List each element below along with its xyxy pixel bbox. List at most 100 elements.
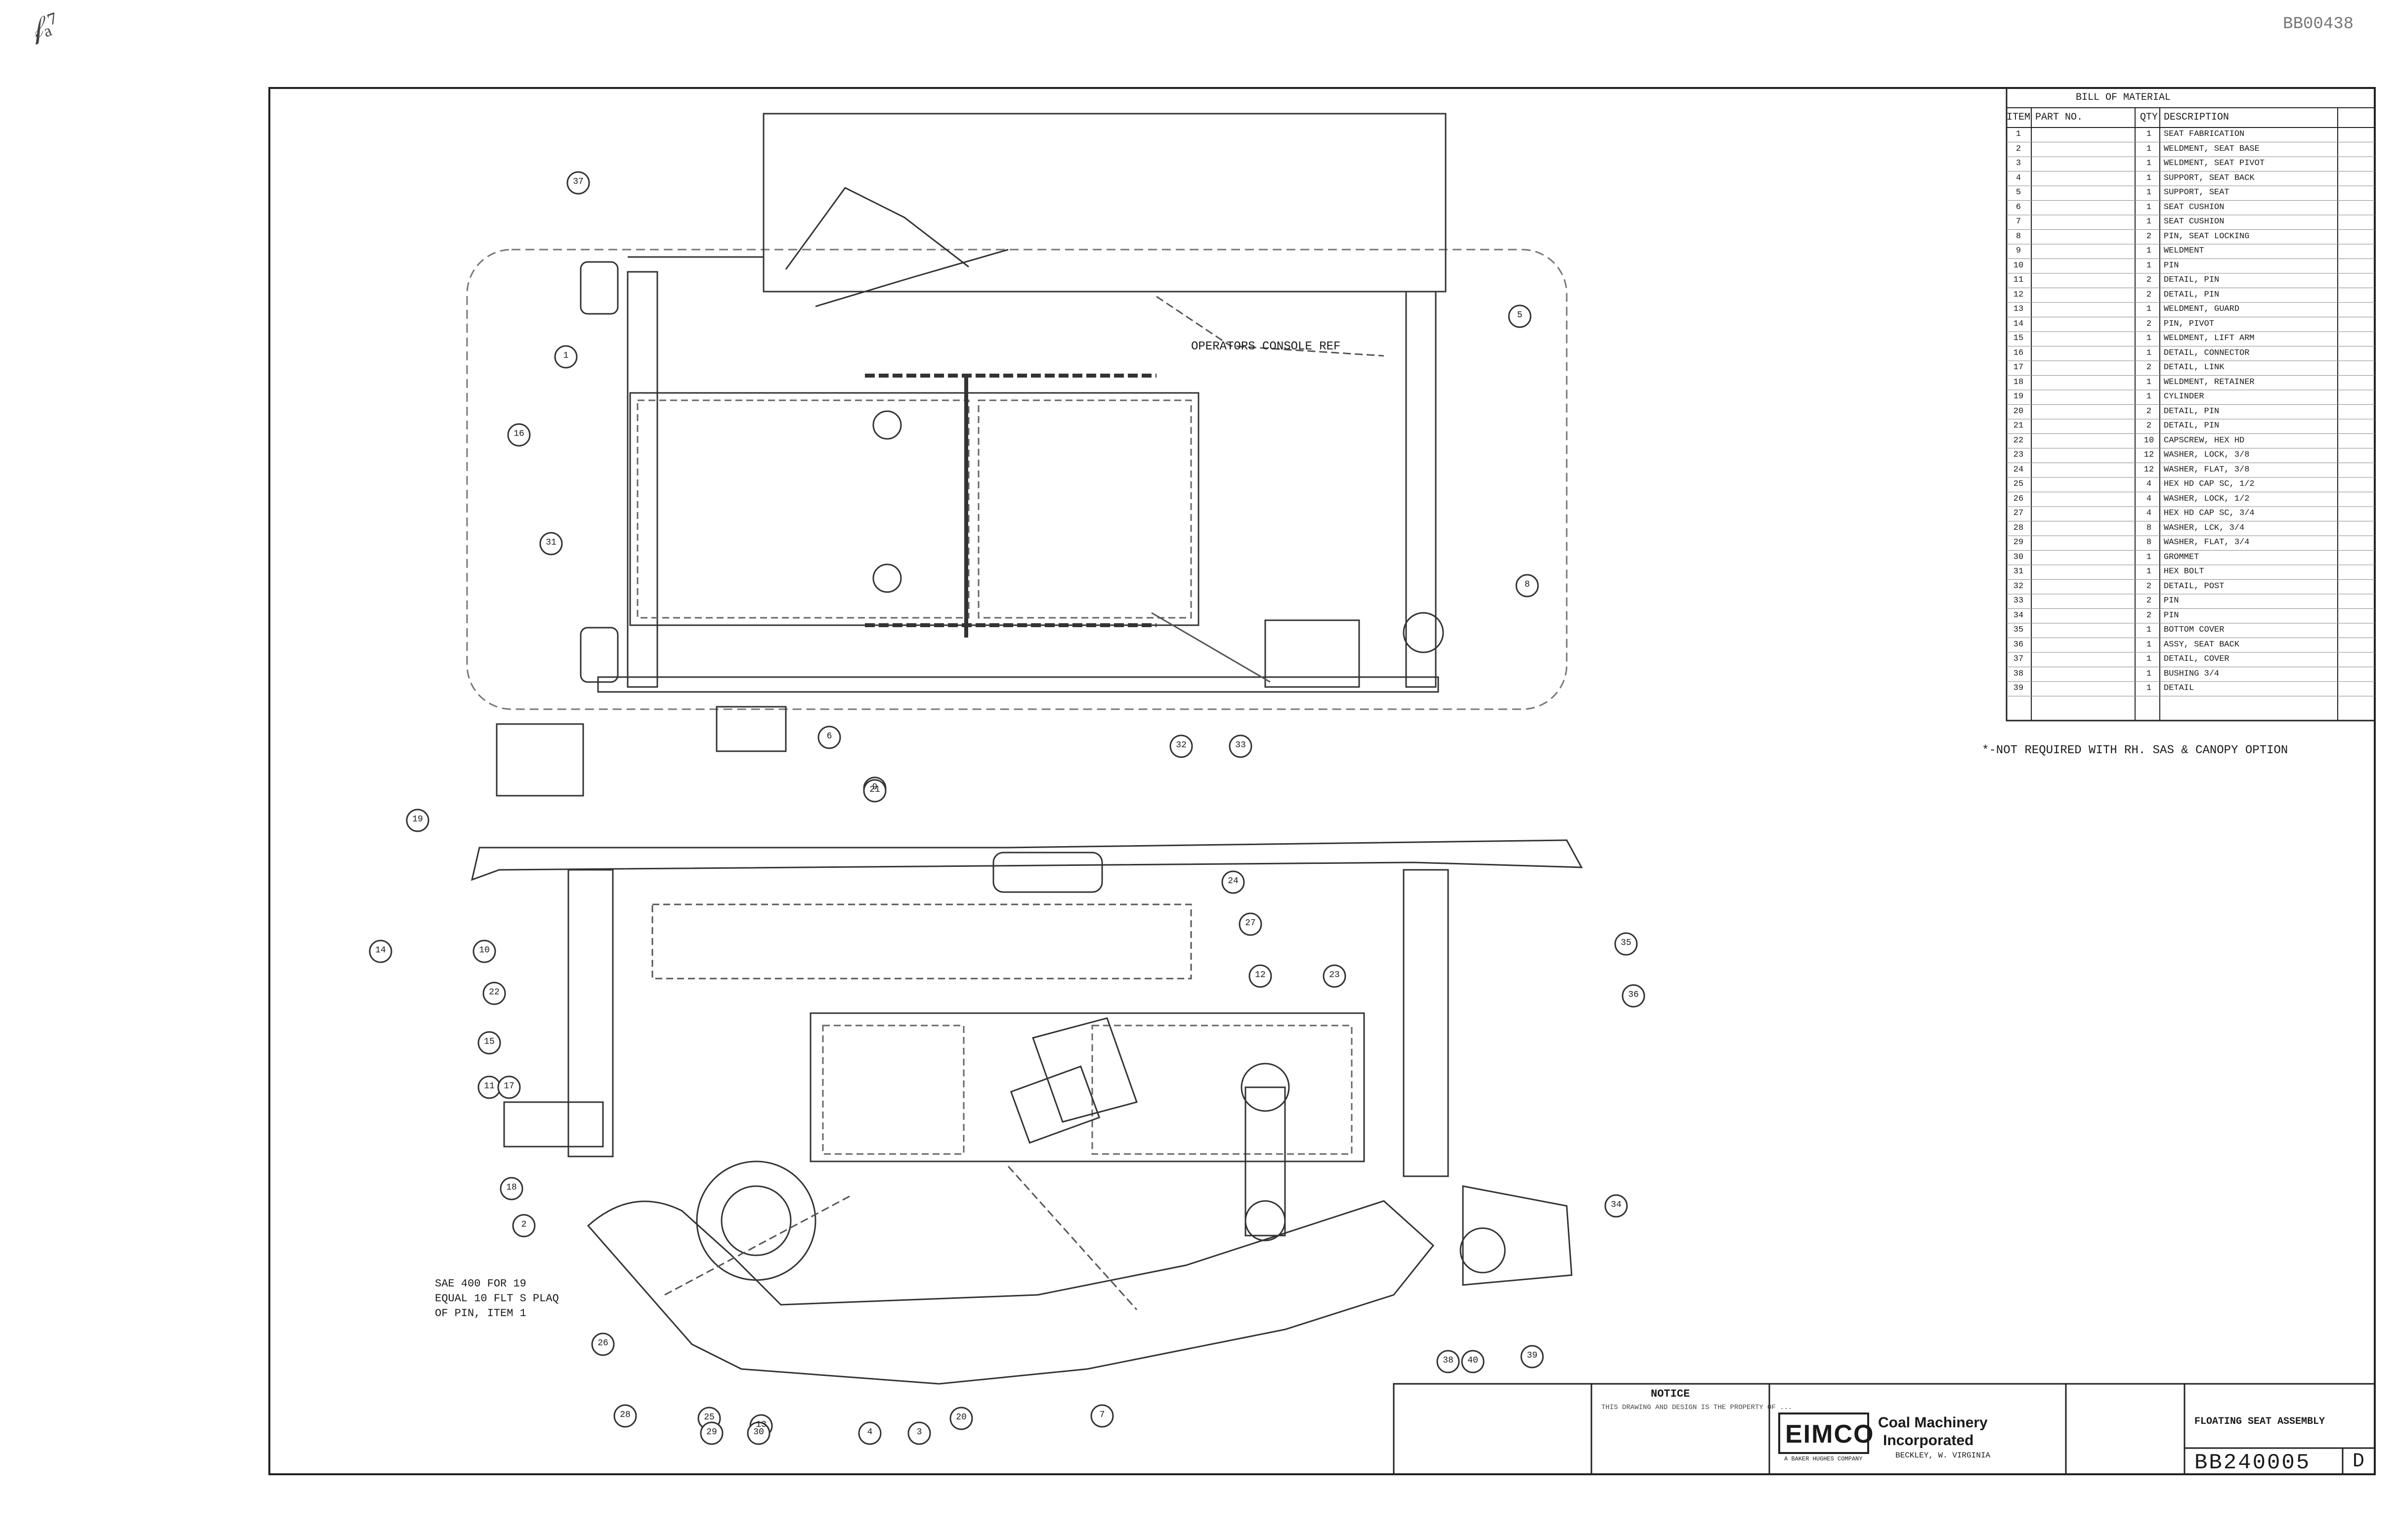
bom-footnote: *-NOT REQUIRED WITH RH. SAS & CANOPY OPT… [1982, 744, 2288, 757]
bom-cell-item: 16 [2013, 348, 2024, 358]
revision-letter: D [2353, 1451, 2365, 1473]
elevation-callout-bubble [1614, 932, 1638, 956]
plan-callout: 8 [1524, 580, 1530, 590]
bom-cell-desc: CYLINDER [2164, 392, 2204, 401]
bom-cell-qty: 1 [2146, 377, 2152, 387]
bom-cell-desc: WASHER, LCK, 3/4 [2164, 523, 2245, 533]
bom-cell-desc: HEX BOLT [2164, 567, 2204, 576]
bom-cell-qty: 2 [2146, 581, 2152, 591]
frame-window-a [822, 1025, 965, 1155]
elevation-callout: 40 [1467, 1356, 1478, 1366]
elevation-callout-bubble [477, 1031, 501, 1055]
plan-callout: 9 [872, 782, 878, 792]
bom-cell-item: 38 [2013, 669, 2024, 679]
plan-callout-bubble [566, 171, 590, 195]
bom-cell-desc: BUSHING 3/4 [2164, 669, 2220, 679]
foot-bracket [716, 706, 787, 752]
bom-cell-desc: SEAT CUSHION [2164, 217, 2225, 226]
bom-cell-qty: 4 [2146, 509, 2152, 518]
elevation-callout-bubble [1461, 1350, 1485, 1373]
plan-callout: 31 [546, 538, 557, 548]
plan-callout-bubble [507, 423, 531, 447]
bom-cell-desc: SEAT FABRICATION [2164, 129, 2245, 139]
seat-top-profile [471, 839, 1583, 881]
bom-cell-qty: 2 [2146, 231, 2152, 241]
bom-cell-item: 23 [2013, 450, 2024, 460]
pivot-link [1241, 1063, 1290, 1112]
bom-cell-item: 20 [2013, 406, 2024, 416]
bom-cell-item: 13 [2013, 304, 2024, 314]
bom-cell-desc: DETAIL, COVER [2164, 654, 2229, 664]
cylinder-block [1032, 1017, 1138, 1123]
bom-cell-desc: SUPPORT, SEAT [2164, 188, 2229, 197]
bom-cell-qty: 1 [2146, 217, 2152, 226]
bom-cell-item: 28 [2013, 523, 2024, 533]
bom-cell-desc: DETAIL, POST [2164, 581, 2225, 591]
box-right [1264, 619, 1360, 688]
bom-cell-qty: 1 [2146, 348, 2152, 358]
bom-cell-desc: WELDMENT, GUARD [2164, 304, 2240, 314]
bom-cell-qty: 1 [2146, 144, 2152, 154]
bom-cell-desc: WASHER, FLAT, 3/4 [2164, 538, 2250, 547]
bom-cell-qty: 1 [2146, 654, 2152, 664]
elevation-callout: 22 [489, 987, 500, 997]
bom-cell-desc: WELDMENT [2164, 246, 2204, 256]
bom-cell-item: 5 [2015, 188, 2021, 197]
console-frame [628, 114, 765, 258]
bom-cell-desc: DETAIL, PIN [2164, 421, 2220, 430]
elevation-callout-bubble [1239, 912, 1262, 936]
bom-cell-desc: DETAIL [2164, 684, 2194, 693]
detail-box [496, 723, 584, 797]
elevation-callout: 30 [753, 1427, 764, 1437]
bom-cell-desc: WELDMENT, RETAINER [2164, 377, 2255, 387]
linkage-b [815, 249, 1009, 307]
bom-cell-qty: 2 [2146, 319, 2152, 329]
bom-cell-item: 21 [2013, 421, 2024, 430]
elevation-callout: 14 [375, 945, 386, 955]
elevation-callout: 23 [1329, 970, 1340, 980]
side-rail-right [1405, 291, 1437, 688]
bom-col-qty: QTY [2140, 113, 2158, 123]
bom-cell-desc: PIN [2164, 260, 2179, 270]
bom-cell-item: 17 [2013, 363, 2024, 372]
bom-cell-desc: CAPSCREW, HEX HD [2164, 435, 2245, 445]
note-line-2: EQUAL 10 FLT S PLAQ [435, 1292, 559, 1305]
pivot-upper [872, 410, 902, 440]
plan-callout: 37 [573, 177, 584, 187]
elevation-callout: 26 [598, 1338, 608, 1348]
bom-cell-qty: 1 [2146, 202, 2152, 212]
front-bracket [1462, 1185, 1573, 1286]
side-rail-left [627, 271, 658, 688]
bom-cell-item: 34 [2013, 610, 2024, 620]
bom-cell-item: 33 [2013, 596, 2024, 605]
bom-cell-desc: GROMMET [2164, 552, 2199, 562]
plan-callout: 5 [1517, 310, 1523, 320]
hidden-line-2 [1007, 1165, 1138, 1311]
elevation-callout: 24 [1228, 876, 1239, 886]
base-strip [597, 676, 1439, 693]
linkage-a [785, 187, 969, 270]
bom-cell-qty: 1 [2146, 173, 2152, 183]
bom-cell-qty: 1 [2146, 304, 2152, 314]
plan-callout: 32 [1176, 740, 1187, 750]
elevation-callout: 2 [521, 1220, 527, 1230]
elevation-callout-bubble [1248, 964, 1272, 988]
bom-cell-qty: 1 [2146, 188, 2152, 197]
pivot-link-lower [1244, 1200, 1286, 1241]
